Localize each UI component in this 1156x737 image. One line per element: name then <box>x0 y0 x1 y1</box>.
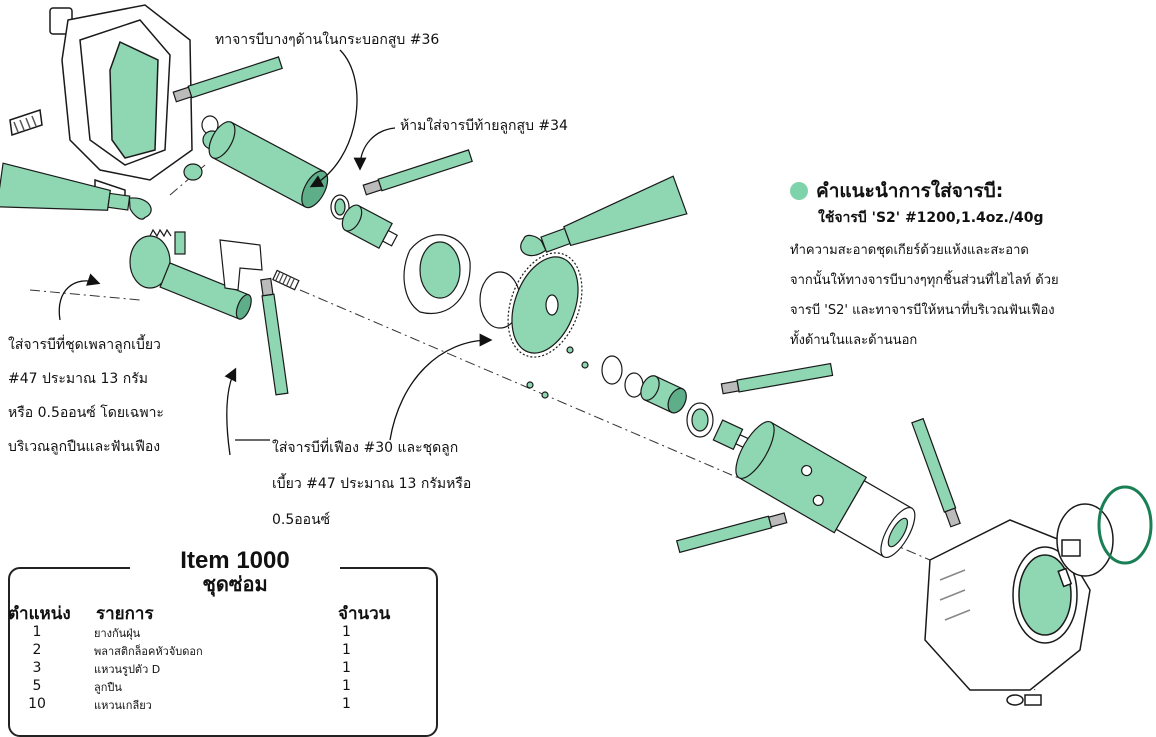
row-name: ลูกปืน <box>94 681 122 694</box>
cylinder-parts <box>183 115 521 329</box>
tips-line: จากนั้นให้ทางจารบีบางๆทุกชิ้นส่วนที่ไฮไล… <box>790 273 1059 288</box>
row-qty: 1 <box>342 642 351 658</box>
row-name: ยางกันฝุ่น <box>94 627 141 640</box>
crankshaft-parts <box>129 228 300 320</box>
row-position: 3 <box>32 660 42 676</box>
green-dot-icon <box>790 182 808 200</box>
row-qty: 1 <box>342 696 351 712</box>
header-quantity: จำนวน <box>338 604 391 624</box>
tips-title: คำแนะนำการใส่จารบี: <box>816 180 1004 202</box>
callout-line: ใส่จารบีที่เฟือง #30 และชุดลูก <box>272 440 459 456</box>
callout-line: 0.5ออนซ์ <box>272 512 331 528</box>
assembly-axis-lines <box>29 164 1036 691</box>
callout-line: #47 ประมาณ 13 กรัม <box>8 371 148 387</box>
row-position: 2 <box>32 642 42 658</box>
row-qty: 1 <box>342 660 351 676</box>
callout-grease-crankshaft: ใส่จารบีที่ชุดเพลาลูกเบี้ยว #47 ประมาณ 1… <box>8 328 164 464</box>
tips-heading: คำแนะนำการใส่จารบี: <box>790 176 1003 206</box>
callout-no-grease-piston: ห้ามใส่จารบีท้ายลูกสูบ #34 <box>400 118 568 134</box>
row-name: แหวนเกลียว <box>94 699 152 712</box>
callout-line: หรือ 0.5ออนซ์ โดยเฉพาะ <box>8 405 164 421</box>
tips-line: จารบี 'S2' และทาจารบีให้หนาที่บริเวณฟันเ… <box>790 303 1055 318</box>
tips-line: ทำความสะอาดชุดเกียร์ด้วยแห้งและสะอาด <box>790 243 1029 258</box>
tips-body: ทำความสะอาดชุดเกียร์ด้วยแห้งและสะอาด จาก… <box>790 236 1059 356</box>
parts-table-title: Item 1000 ชุดซ่อม <box>130 548 340 596</box>
table-row: 10 แหวนเกลียว 1 <box>12 696 412 712</box>
header-position: ตำแหน่ง <box>8 604 71 624</box>
row-position: 1 <box>32 624 42 640</box>
callout-grease-cylinder: ทาจารบีบางๆด้านในกระบอกสูบ #36 <box>215 32 440 48</box>
row-name: แหวนรูปตัว D <box>94 663 161 676</box>
grease-tubes <box>0 162 688 257</box>
table-row: 2 พลาสติกล็อคหัวจับดอก 1 <box>12 642 412 658</box>
front-housing-part <box>924 485 1153 706</box>
header-item: รายการ <box>96 604 154 624</box>
callout-line: บริเวณลูกปืนและฟันเฟือง <box>8 439 161 455</box>
table-row: 1 ยางกันฝุ่น 1 <box>12 624 412 640</box>
callout-grease-gear: ใส่จารบีที่เฟือง #30 และชุดลูก เบี้ยว #4… <box>272 430 471 538</box>
barrel-part <box>735 421 916 558</box>
tips-grease-spec: ใช้จารบี 'S2' #1200,1.4oz./40g <box>818 210 1044 226</box>
tips-line: ทั้งด้านในและด้านนอก <box>790 333 918 348</box>
row-position: 5 <box>32 678 42 694</box>
gear-parts <box>507 252 752 451</box>
table-row: 5 ลูกปืน 1 <box>12 678 412 694</box>
row-position: 10 <box>28 696 46 712</box>
callout-line: เบี้ยว #47 ประมาณ 13 กรัมหรือ <box>272 476 472 492</box>
row-qty: 1 <box>342 624 351 640</box>
kit-name: ชุดซ่อม <box>202 574 268 596</box>
row-qty: 1 <box>342 678 351 694</box>
table-row: 3 แหวนรูปตัว D 1 <box>12 660 412 676</box>
leader-arrows <box>58 49 493 456</box>
callout-line: ใส่จารบีที่ชุดเพลาลูกเบี้ยว <box>8 337 161 353</box>
item-number: Item 1000 <box>180 547 290 574</box>
grease-brushes <box>172 56 961 554</box>
row-name: พลาสติกล็อคหัวจับดอก <box>94 645 203 658</box>
